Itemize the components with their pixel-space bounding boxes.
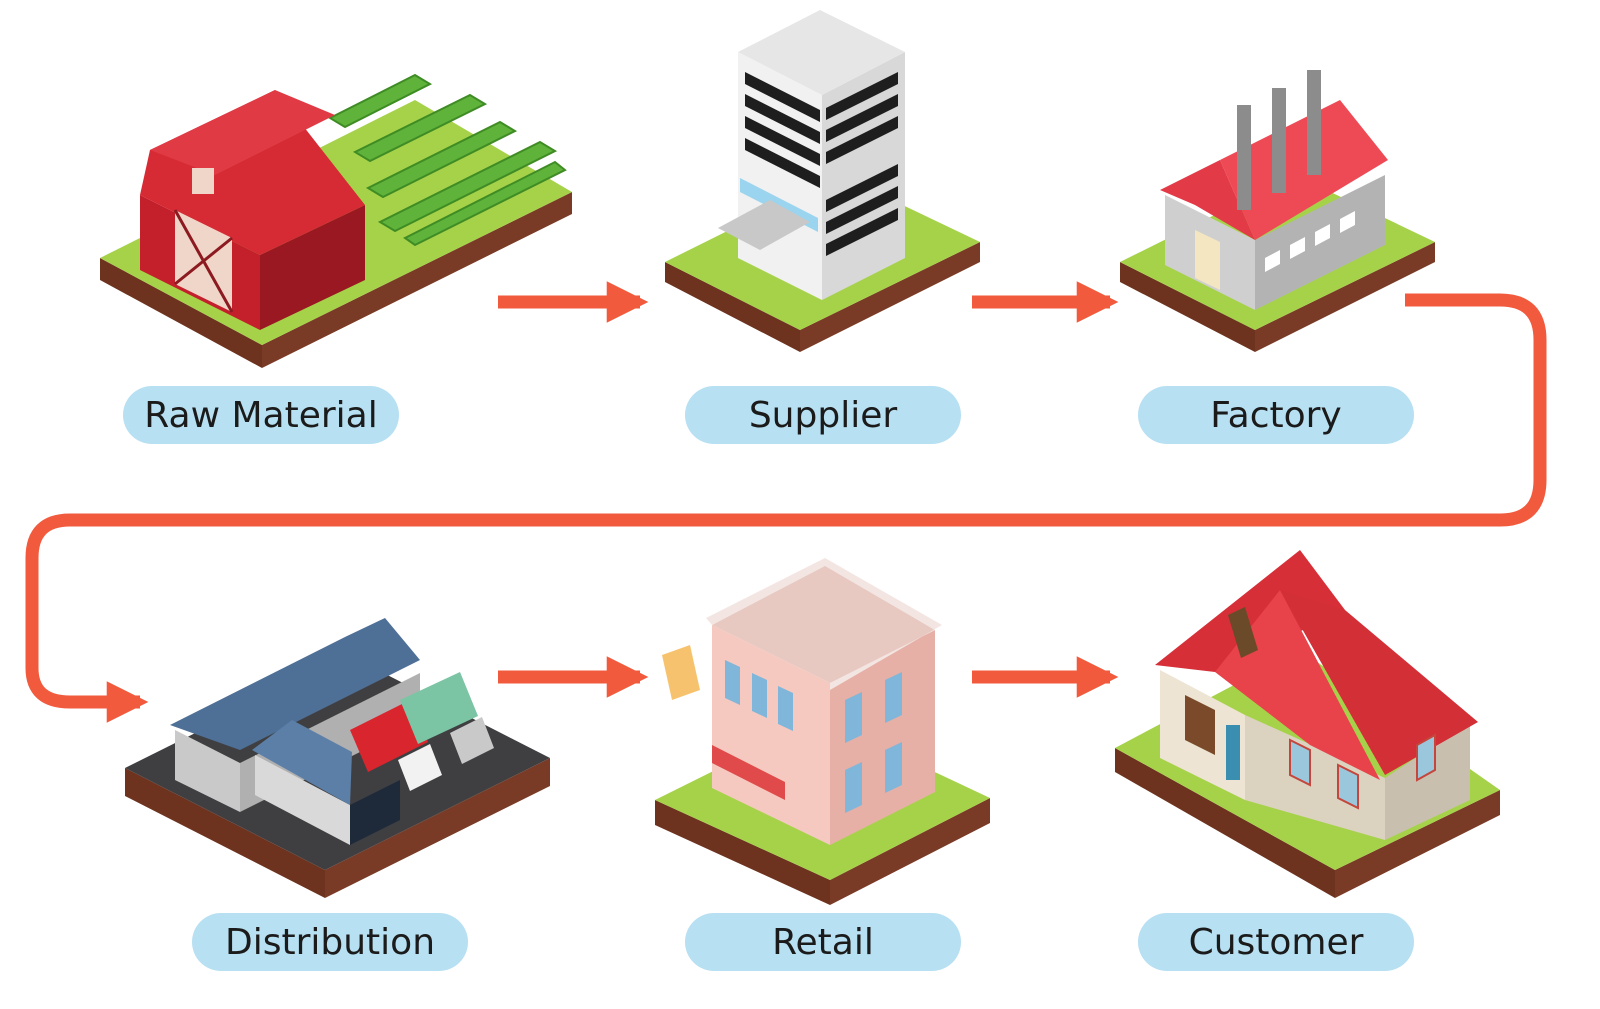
arrow-factory-to-distribution bbox=[25, 293, 1547, 723]
retail-shop-icon bbox=[655, 558, 990, 905]
stage-label-customer: Customer bbox=[1138, 913, 1414, 971]
factory-icon bbox=[1120, 70, 1435, 352]
customer-house-icon bbox=[1115, 550, 1500, 898]
stage-label-supplier: Supplier bbox=[685, 386, 961, 444]
stage-label-distribution: Distribution bbox=[192, 913, 468, 971]
stage-label-retail: Retail bbox=[685, 913, 961, 971]
stage-label-factory: Factory bbox=[1138, 386, 1414, 444]
flow-arrows bbox=[25, 281, 1547, 723]
stage-label-raw-material: Raw Material bbox=[123, 386, 399, 444]
barn-farm-icon bbox=[100, 73, 572, 368]
office-tower-icon bbox=[665, 10, 980, 352]
warehouse-trucks-icon bbox=[125, 618, 550, 898]
